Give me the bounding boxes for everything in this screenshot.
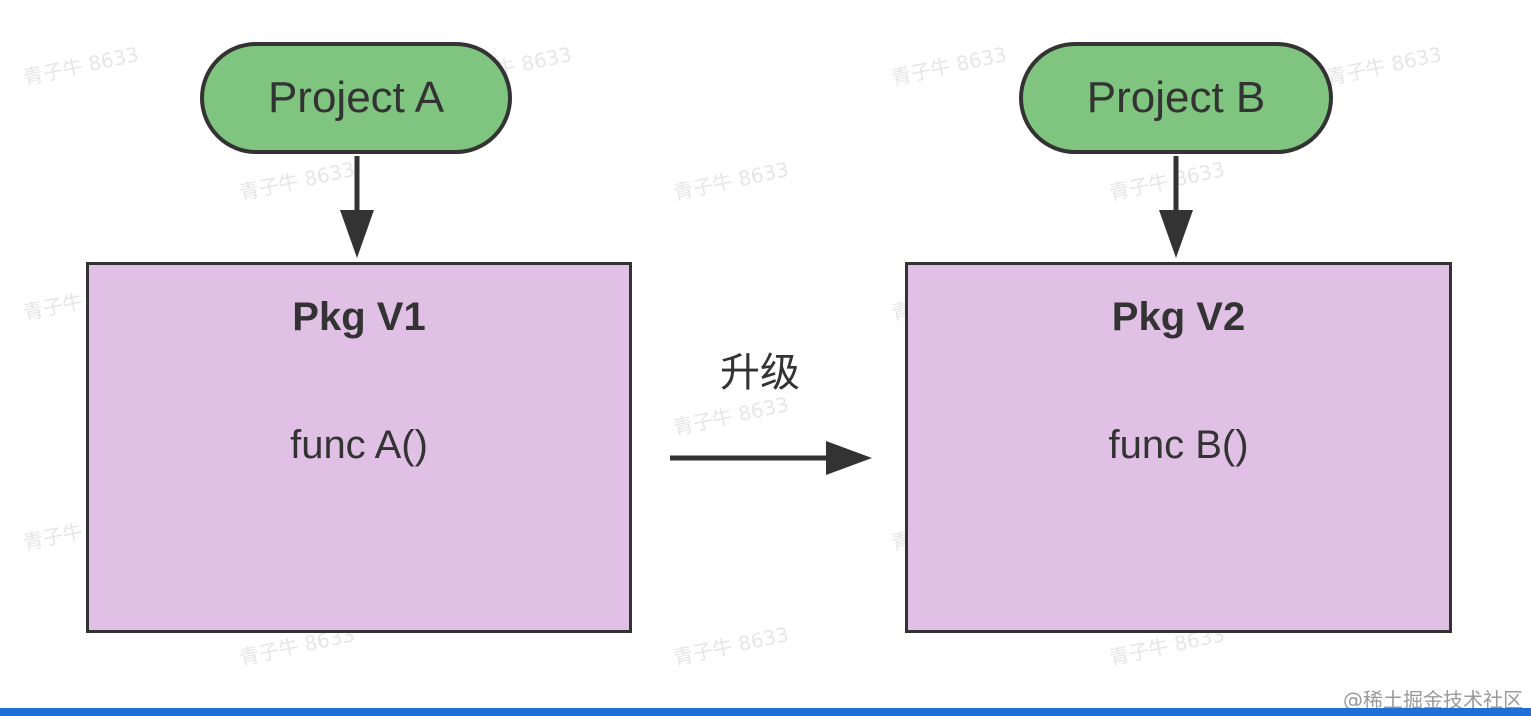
pkg-v1-title: Pkg V1	[292, 295, 426, 339]
arrow-project-b-to-pkg-v2	[1159, 156, 1193, 258]
pkg-v2-func: func B()	[1108, 423, 1249, 467]
pkg-v1-func: func A()	[290, 423, 428, 467]
arrow-project-a-to-pkg-v1	[340, 156, 374, 258]
pkg-v1-box: Pkg V1 func A()	[86, 262, 632, 633]
project-b-node: Project B	[1019, 42, 1333, 154]
footer-bar	[0, 708, 1531, 716]
upgrade-arrow	[670, 441, 872, 475]
pkg-v2-title: Pkg V2	[1111, 295, 1246, 339]
project-b-label: Project B	[1086, 73, 1266, 122]
project-a-label: Project A	[267, 73, 445, 122]
project-a-node: Project A	[200, 42, 512, 154]
pkg-v2-box: Pkg V2 func B()	[905, 262, 1452, 633]
upgrade-label: 升级	[720, 350, 800, 396]
